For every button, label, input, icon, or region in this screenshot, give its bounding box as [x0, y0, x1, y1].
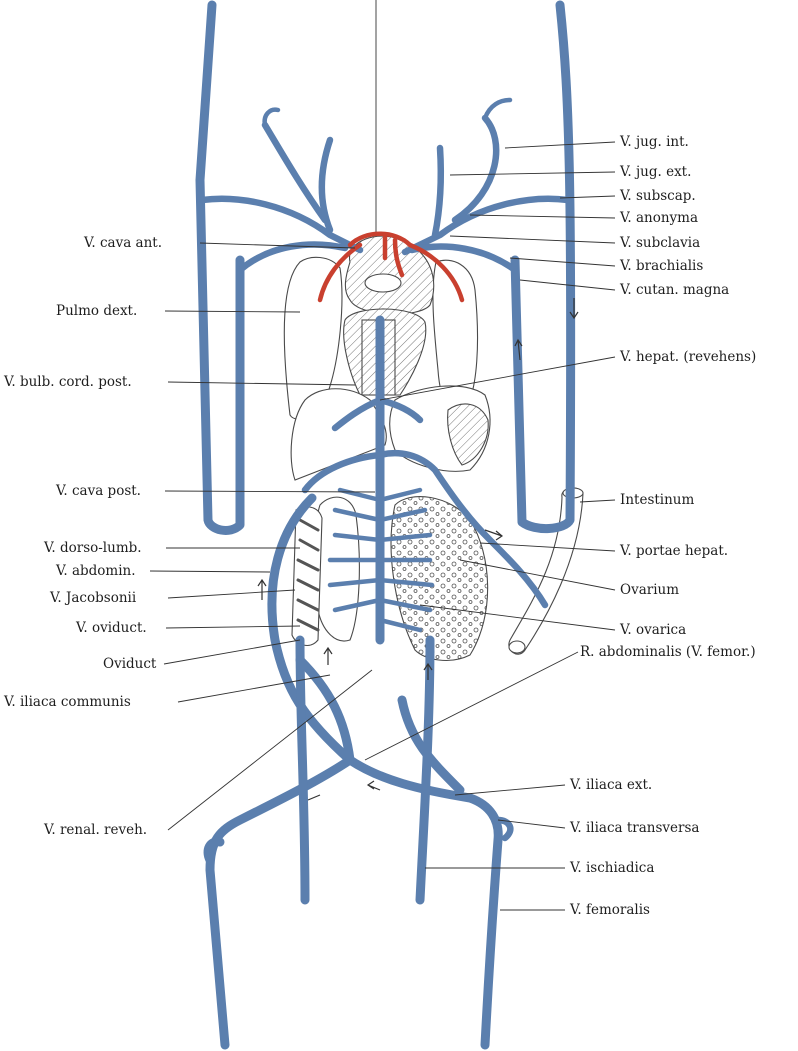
label-jacobsonii: V. Jacobsonii — [49, 590, 137, 606]
label-ovarica: V. ovarica — [619, 622, 686, 638]
label-ovarium: Ovarium — [620, 582, 679, 598]
label-hepat-revehens: V. hepat. (revehens) — [619, 349, 756, 365]
label-cutan-magna: V. cutan. magna — [619, 282, 729, 298]
label-cava-post: V. cava post. — [55, 483, 141, 499]
label-subclavia: V. subclavia — [619, 235, 700, 251]
label-iliaca-communis: V. iliaca communis — [3, 694, 131, 710]
label-r-abdominalis: R. abdominalis (V. femor.) — [580, 644, 756, 660]
label-bulb-cord: V. bulb. cord. post. — [3, 374, 132, 390]
label-jug-ext: V. jug. ext. — [619, 164, 691, 180]
label-iliaca-ext: V. iliaca ext. — [569, 777, 652, 793]
body-veins — [208, 320, 545, 1045]
label-anonyma: V. anonyma — [619, 210, 698, 226]
label-pulmo-dext: Pulmo dext. — [56, 303, 137, 319]
label-oviduct: Oviduct — [103, 656, 157, 672]
label-renal-reveh: V. renal. reveh. — [43, 822, 147, 838]
label-femoralis: V. femoralis — [569, 902, 650, 918]
label-ischiadica: V. ischiadica — [569, 860, 654, 876]
label-abdomin: V. abdomin. — [55, 563, 136, 579]
label-iliaca-transversa: V. iliaca transversa — [569, 820, 699, 836]
label-subscap: V. subscap. — [619, 188, 696, 204]
heart — [344, 236, 434, 395]
label-cava-ant: V. cava ant. — [83, 235, 162, 251]
label-intestinum: Intestinum — [620, 492, 695, 508]
label-dorso-lumb: V. dorso-lumb. — [43, 540, 142, 556]
ovaries-and-oviducts — [292, 497, 488, 661]
label-oviduct-v: V. oviduct. — [75, 620, 147, 636]
label-brachialis: V. brachialis — [619, 258, 703, 274]
label-jug-int: V. jug. int. — [619, 134, 689, 150]
label-portae-hepat: V. portae hepat. — [619, 543, 728, 559]
